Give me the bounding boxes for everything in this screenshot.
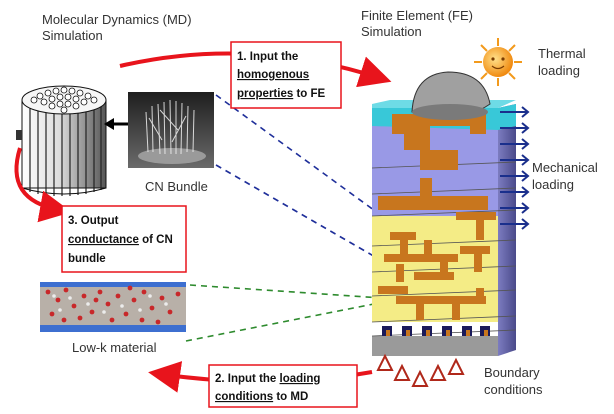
mechanical-loading-arrows bbox=[500, 106, 530, 230]
arrow-output-conductance bbox=[14, 147, 72, 223]
cn-photo-to-bundle-arrow bbox=[104, 118, 128, 130]
mechanical-label-line1: Mechanical bbox=[532, 160, 598, 175]
step2-line2-keyword: conditions bbox=[215, 391, 273, 403]
boundary-label-line1: Boundary bbox=[484, 365, 540, 380]
step3-line2: conductance of CN bbox=[68, 234, 173, 246]
fe-title: Finite Element (FE) Simulation bbox=[361, 8, 473, 39]
low-k-label: Low-k material bbox=[72, 340, 157, 355]
md-title: Molecular Dynamics (MD) Simulation bbox=[42, 12, 192, 43]
thermal-label-line1: Thermal bbox=[538, 46, 586, 61]
boundary-conditions-label: Boundary conditions bbox=[484, 365, 543, 397]
dashed-connectors bbox=[185, 94, 385, 342]
md-title-line2: Simulation bbox=[42, 28, 103, 43]
boundary-label-line2: conditions bbox=[484, 382, 543, 397]
fe-title-line2: Simulation bbox=[361, 24, 422, 39]
step1-line3-keyword: properties bbox=[237, 88, 293, 100]
step3-box: 3. Output conductance of CN bundle bbox=[61, 205, 187, 273]
thermal-label-line2: loading bbox=[538, 63, 580, 78]
sun-icon bbox=[474, 38, 522, 86]
cn-bundle-photo bbox=[128, 92, 214, 168]
step2-line1-keyword: loading bbox=[280, 373, 321, 385]
mechanical-loading-label: Mechanical loading bbox=[532, 160, 598, 192]
step2-line2: conditions to MD bbox=[215, 391, 308, 403]
step2-line1: 2. Input the loading bbox=[215, 373, 320, 385]
cn-bundle-label: CN Bundle bbox=[145, 179, 208, 194]
fe-title-line1: Finite Element (FE) bbox=[361, 8, 473, 23]
step2-line2-rest: to MD bbox=[273, 391, 308, 403]
thermal-loading-label: Thermal loading bbox=[538, 46, 586, 78]
step1-line3: properties to FE bbox=[237, 88, 326, 100]
cn-bundle-cylinder bbox=[16, 85, 107, 196]
step1-box: 1. Input the homogenous properties to FE bbox=[230, 41, 342, 109]
fe-structure-stack bbox=[371, 71, 517, 356]
step1-line2: homogenous bbox=[237, 69, 309, 81]
step1-line3-rest: to FE bbox=[293, 88, 325, 100]
md-title-line1: Molecular Dynamics (MD) bbox=[42, 12, 192, 27]
mechanical-label-line2: loading bbox=[532, 177, 574, 192]
boundary-condition-triangles bbox=[376, 353, 465, 387]
step3-line2-rest: of CN bbox=[139, 234, 173, 246]
step1-line1: 1. Input the bbox=[237, 51, 298, 63]
step2-line1-lead: 2. Input the bbox=[215, 373, 280, 385]
step2-box: 2. Input the loading conditions to MD bbox=[208, 364, 358, 408]
step3-line3: bundle bbox=[68, 253, 106, 265]
step3-line2-keyword: conductance bbox=[68, 234, 139, 246]
step3-line1: 3. Output bbox=[68, 215, 119, 227]
low-k-material-image bbox=[40, 282, 186, 332]
